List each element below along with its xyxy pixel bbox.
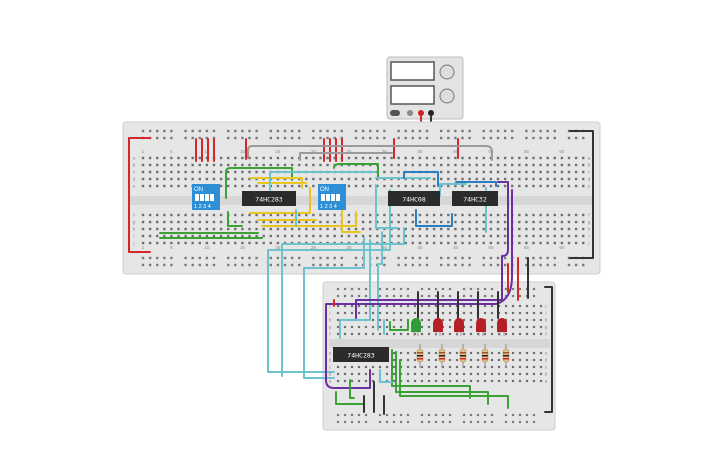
row-letter: j: [588, 241, 590, 246]
row-letter: e: [545, 351, 548, 356]
row-letter: d: [545, 358, 548, 363]
row-letter: i: [134, 234, 135, 239]
row-letter: a: [329, 379, 332, 384]
dip-switch-1[interactable]: ON 1 2 3 4: [192, 184, 220, 210]
column-number: 55: [524, 245, 530, 250]
chip-u4[interactable]: 74HC283: [333, 347, 389, 362]
column-number: 55: [524, 149, 530, 154]
row-letter: b: [329, 372, 332, 377]
row-letter: b: [133, 163, 136, 168]
column-number: 35: [382, 149, 388, 154]
row-letter: h: [545, 318, 548, 323]
row-letter: f: [329, 332, 331, 337]
row-letter: d: [588, 177, 591, 182]
chip-u2-label: 74HC08: [402, 196, 426, 204]
row-letter: g: [545, 325, 548, 330]
column-number: 5: [170, 245, 173, 250]
row-letter: i: [330, 311, 331, 316]
row-letter: a: [545, 379, 548, 384]
chip-u2[interactable]: 74HC08: [388, 191, 440, 206]
current-knob[interactable]: [439, 88, 455, 104]
row-letter: c: [545, 365, 548, 370]
row-letter: j: [329, 304, 331, 309]
column-number: 60: [559, 245, 565, 250]
row-letter: h: [329, 318, 332, 323]
column-number: 40: [417, 149, 423, 154]
row-letter: a: [588, 156, 591, 161]
current-display: [390, 85, 435, 105]
positive-terminal[interactable]: [418, 110, 424, 116]
led-red[interactable]: [433, 318, 443, 332]
column-number: 40: [417, 245, 423, 250]
row-letter: f: [545, 332, 547, 337]
ground-terminal[interactable]: [407, 110, 413, 116]
column-number: 35: [382, 245, 388, 250]
row-letter: h: [133, 227, 136, 232]
negative-terminal[interactable]: [428, 110, 434, 116]
row-letter: d: [133, 177, 136, 182]
column-number: 1: [142, 245, 145, 250]
row-letter: g: [588, 220, 591, 225]
row-letter: e: [133, 184, 136, 189]
row-letter: i: [589, 234, 590, 239]
led-red[interactable]: [497, 318, 507, 332]
column-number: 30: [346, 245, 352, 250]
row-letter: a: [133, 156, 136, 161]
row-letter: b: [588, 163, 591, 168]
dip-switch-1-numbers: 1 2 3 4: [194, 204, 211, 210]
column-number: 25: [311, 245, 317, 250]
row-letter: f: [133, 213, 135, 218]
column-number: 45: [453, 245, 459, 250]
chip-u3-label: 74HC32: [463, 196, 487, 204]
row-letter: g: [329, 325, 332, 330]
chip-u4-label: 74HC283: [347, 352, 374, 360]
row-letter: c: [588, 170, 591, 175]
led-green[interactable]: [411, 318, 421, 332]
row-letter: j: [133, 241, 135, 246]
power-supply[interactable]: [386, 56, 464, 120]
column-number: 20: [275, 245, 281, 250]
voltage-display: [390, 61, 435, 81]
column-number: 50: [488, 245, 494, 250]
voltage-knob[interactable]: [439, 64, 455, 80]
column-number: 15: [240, 245, 246, 250]
led-red[interactable]: [476, 318, 486, 332]
resistors[interactable]: [416, 344, 510, 368]
row-letter: c: [133, 170, 136, 175]
row-letter: h: [588, 227, 591, 232]
column-number: 20: [275, 149, 281, 154]
row-letter: e: [329, 351, 332, 356]
chip-u1[interactable]: 74HC283: [242, 191, 296, 206]
led-red[interactable]: [454, 318, 464, 332]
row-letter: e: [588, 184, 591, 189]
row-letter: j: [545, 304, 547, 309]
row-letter: g: [133, 220, 136, 225]
column-number: 45: [453, 149, 459, 154]
row-letter: i: [546, 311, 547, 316]
row-letter: d: [329, 358, 332, 363]
power-switch[interactable]: [390, 110, 400, 116]
row-letter: c: [329, 365, 332, 370]
row-letter: b: [545, 372, 548, 377]
chip-u3[interactable]: 74HC32: [452, 191, 498, 206]
column-number: 25: [311, 149, 317, 154]
column-number: 15: [240, 149, 246, 154]
column-number: 10: [204, 245, 210, 250]
chip-u1-label: 74HC283: [255, 196, 282, 204]
leds[interactable]: [411, 318, 507, 336]
row-letter: f: [588, 213, 590, 218]
column-number: 30: [346, 149, 352, 154]
column-number: 5: [170, 149, 173, 154]
dip-switch-2-numbers: 1 2 3 4: [320, 204, 337, 210]
dip-switch-2[interactable]: ON 1 2 3 4: [318, 184, 346, 210]
dip-switch-2-on-label: ON: [320, 187, 329, 193]
column-number: 60: [559, 149, 565, 154]
dip-switch-1-on-label: ON: [194, 187, 203, 193]
column-number: 1: [142, 149, 145, 154]
